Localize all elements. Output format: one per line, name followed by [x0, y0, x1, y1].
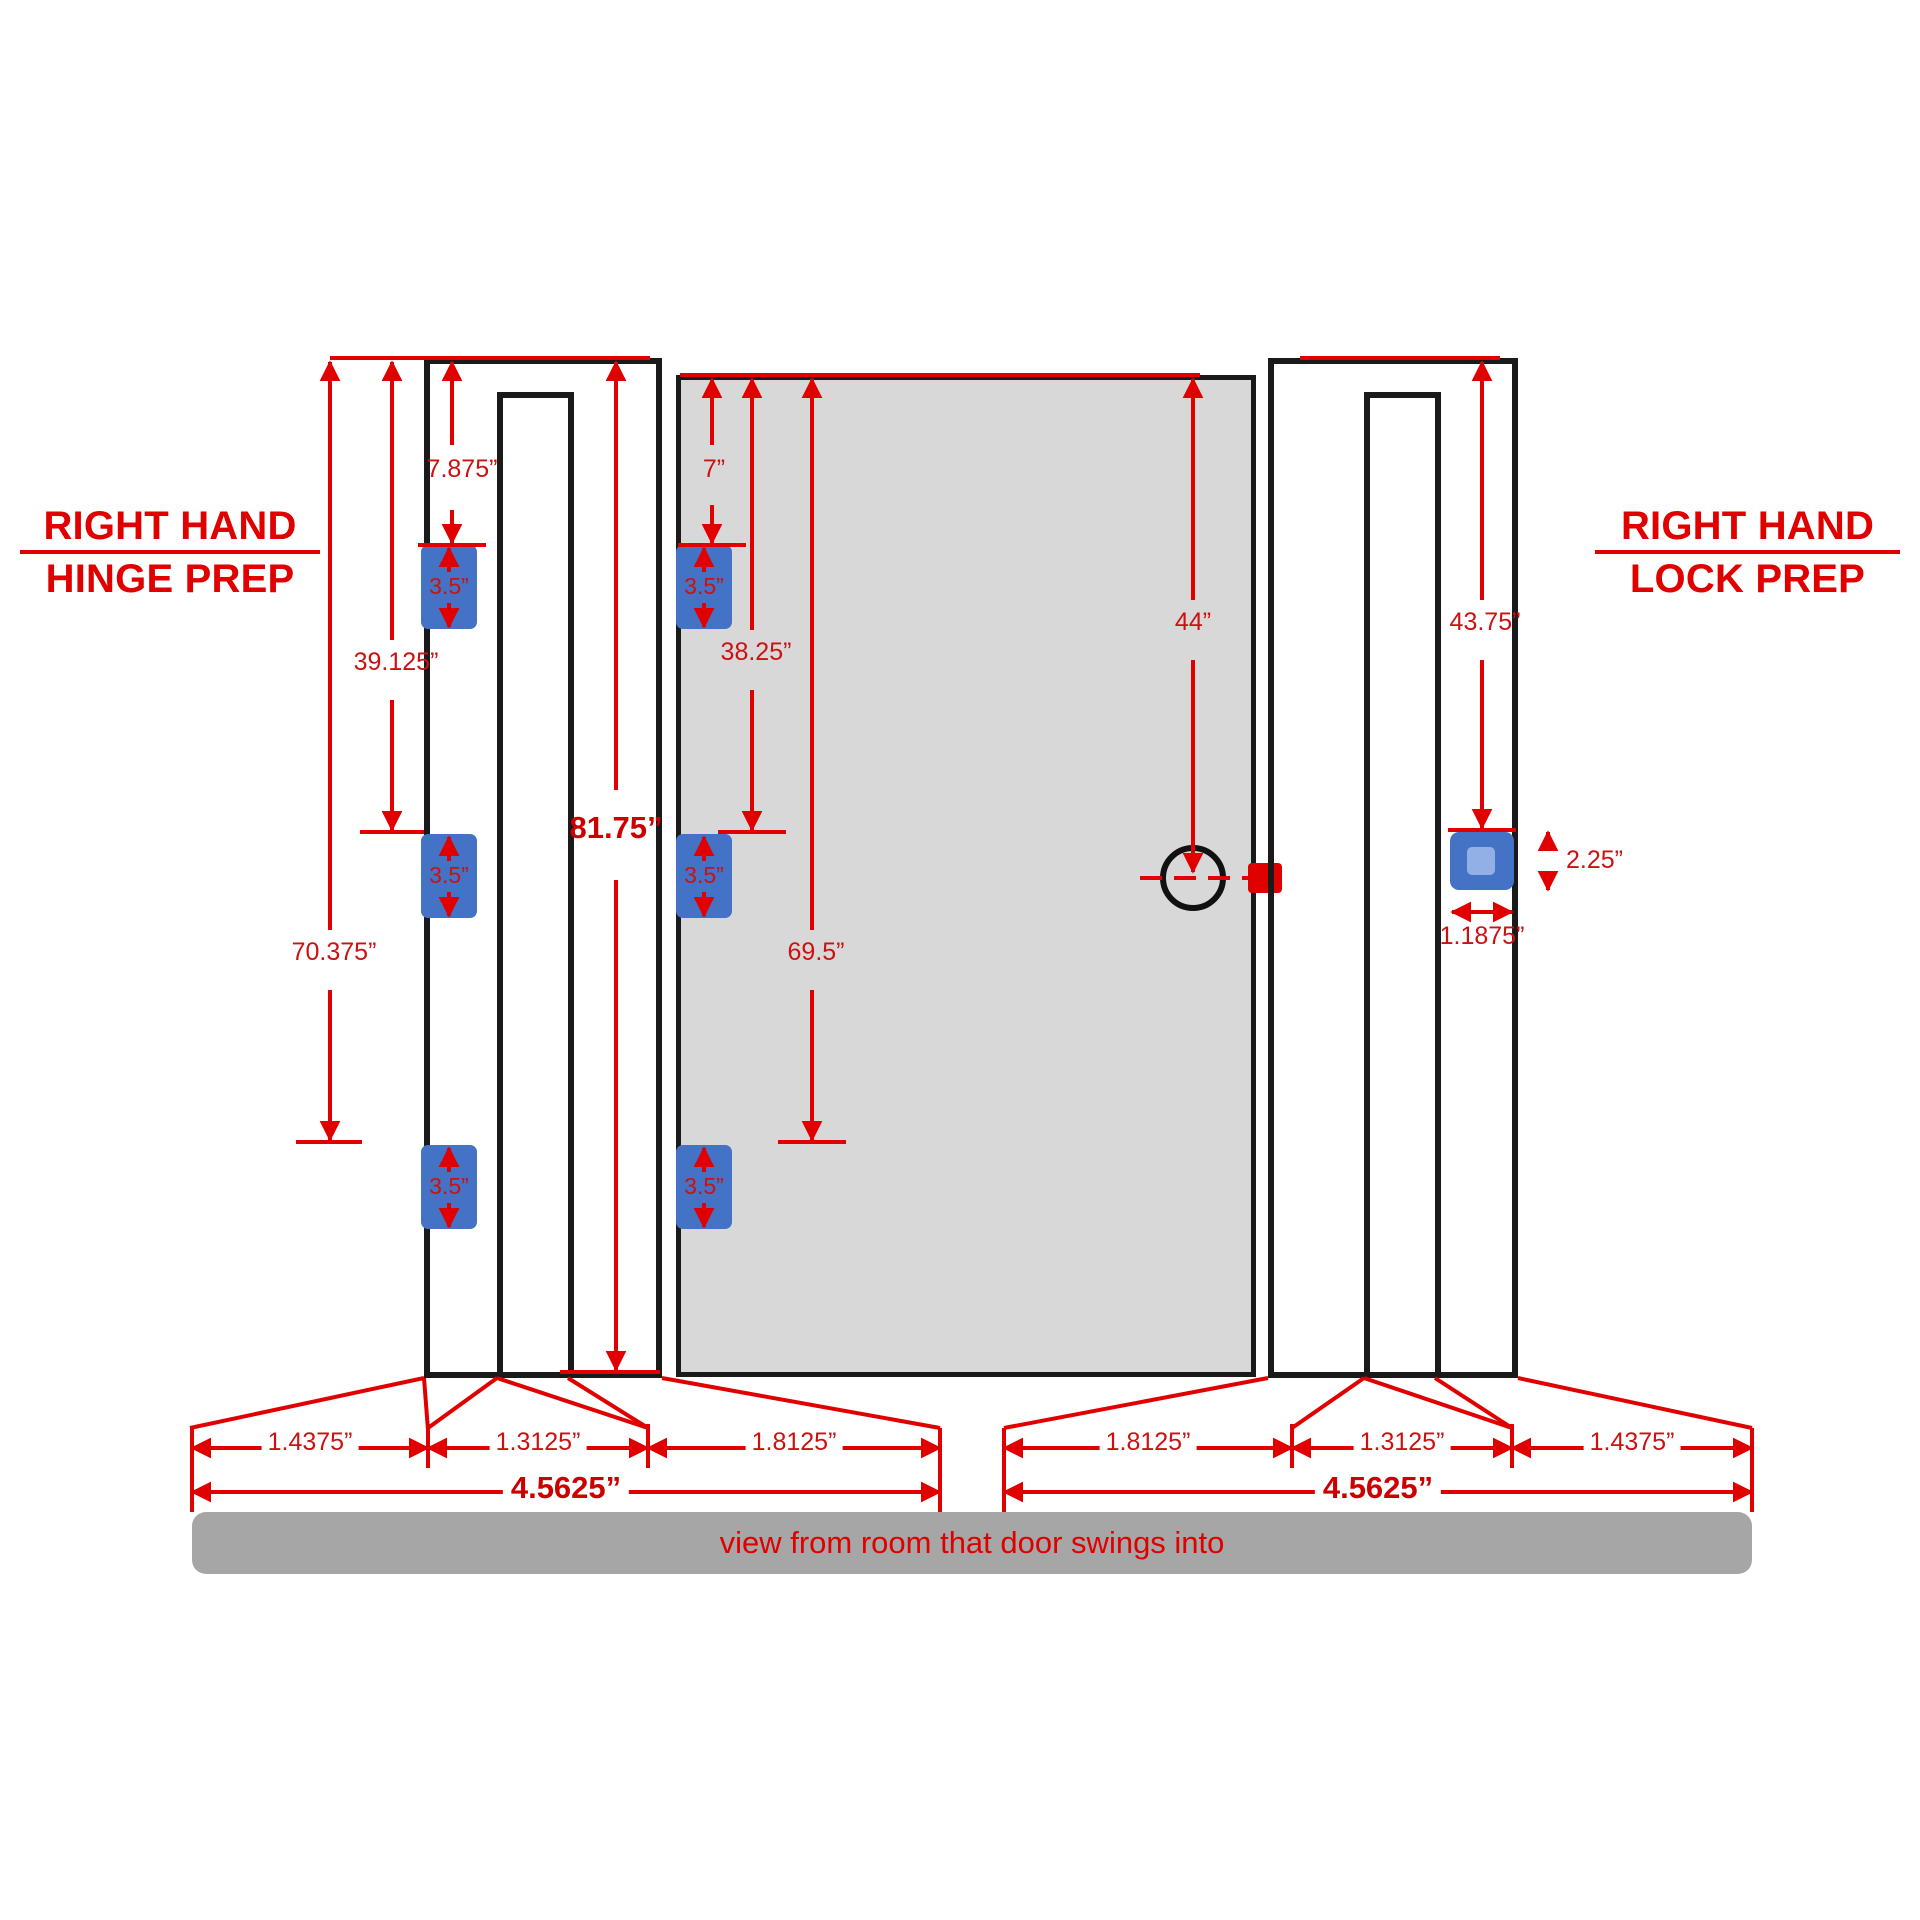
left-title: RIGHT HAND HINGE PREP: [20, 504, 320, 602]
right-title: RIGHT HAND LOCK PREP: [1595, 504, 1900, 602]
dim-left-total: 4.5625”: [502, 1470, 630, 1506]
view-caption-text: view from room that door swings into: [719, 1525, 1225, 1560]
dim-hinge-height-3: 3.5”: [429, 1173, 469, 1199]
lock-jamb-rabbet-right: [1435, 392, 1441, 1378]
strike-plate-hole: [1467, 847, 1495, 875]
door-latch: [1248, 863, 1282, 893]
dim-door-top-to-first: 7”: [702, 455, 726, 483]
hinge-jamb-top-line: [424, 358, 662, 364]
dim-door-top-to-lock: 44”: [1174, 608, 1212, 636]
dim-right-total: 4.5625”: [1314, 1470, 1442, 1506]
lock-jamb-rabbet-left: [1364, 392, 1370, 1378]
hinge-jamb-rabbet-left: [497, 392, 503, 1378]
dim-door-hinge-height-1: 3.5”: [684, 573, 724, 599]
lock-jamb-rabbet-top: [1364, 392, 1441, 398]
hinge-jamb-stop-outer-line: [656, 358, 662, 1378]
left-title-line1: RIGHT HAND: [20, 504, 320, 555]
dim-hinge-top-to-first: 7.875”: [426, 455, 498, 483]
right-title-line1: RIGHT HAND: [1595, 504, 1900, 555]
dim-hinge-height-2: 3.5”: [429, 862, 469, 888]
hinge-jamb-rabbet-top: [497, 392, 574, 398]
dim-right-seg-3: 1.4375”: [1583, 1428, 1681, 1457]
strike-plate: [1450, 832, 1514, 890]
dim-left-seg-2: 1.3125”: [489, 1428, 587, 1457]
dim-frame-height: 81.75”: [569, 810, 663, 845]
dim-strike-height: 2.25”: [1566, 846, 1623, 874]
dim-door-hinge-height-3: 3.5”: [684, 1173, 724, 1199]
dim-door-hinge-height-2: 3.5”: [684, 862, 724, 888]
hinge-jamb-bottom-line: [424, 1372, 662, 1378]
view-caption: view from room that door swings into: [192, 1512, 1752, 1574]
lock-bore-circle: [1160, 845, 1226, 911]
dim-strike-width: 1.1875”: [1439, 922, 1525, 950]
hinge-jamb-rabbet-right: [568, 392, 574, 1378]
lock-jamb-stop-outer-line: [1268, 358, 1274, 1378]
dim-hinge-top-to-second: 39.125”: [353, 648, 439, 676]
dim-left-seg-1: 1.4375”: [261, 1428, 359, 1457]
dim-right-seg-1: 1.8125”: [1099, 1428, 1197, 1457]
dim-lock-top-to-strike: 43.75”: [1449, 608, 1521, 636]
lock-jamb-bottom-line: [1268, 1372, 1518, 1378]
dim-left-seg-3: 1.8125”: [745, 1428, 843, 1457]
lock-jamb-outer-line: [1512, 358, 1518, 1378]
dim-right-seg-2: 1.3125”: [1353, 1428, 1451, 1457]
dim-door-top-to-second: 38.25”: [720, 638, 792, 666]
lock-jamb-top-line: [1268, 358, 1518, 364]
dim-door-top-to-third: 69.5”: [787, 938, 845, 966]
dim-hinge-height-1: 3.5”: [429, 573, 469, 599]
right-title-line2: LOCK PREP: [1629, 557, 1866, 602]
dim-hinge-top-to-third: 70.375”: [291, 938, 377, 966]
left-title-line2: HINGE PREP: [45, 557, 295, 602]
